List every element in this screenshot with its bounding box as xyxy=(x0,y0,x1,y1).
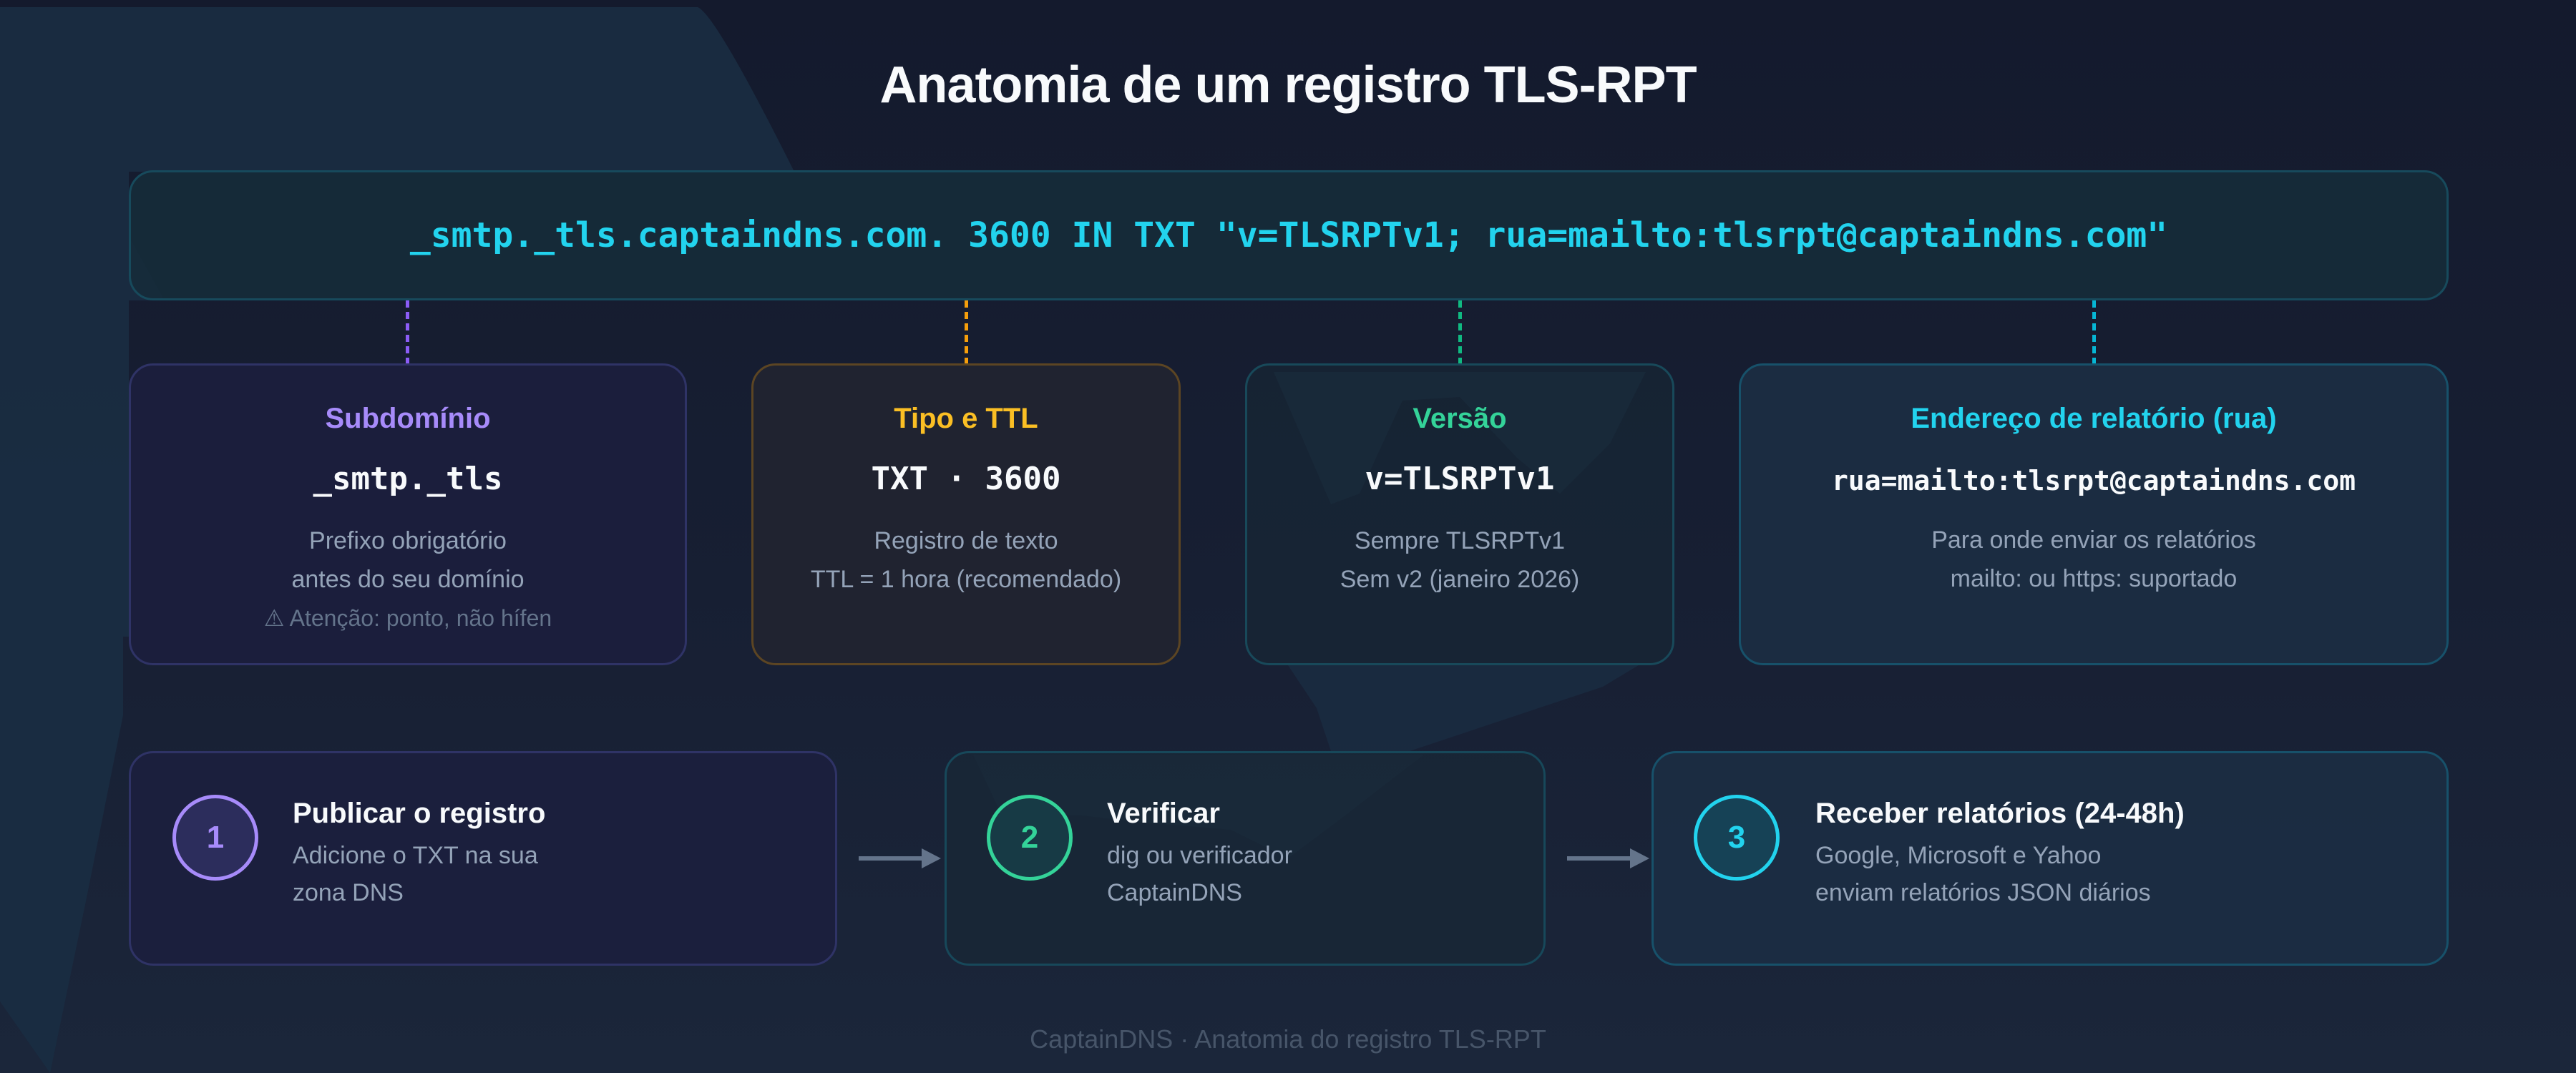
connector-rua xyxy=(2092,300,2096,365)
step-verify: 2 Verificar dig ou verificador CaptainDN… xyxy=(945,751,1546,966)
footer-caption: CaptainDNS · Anatomia do registro TLS-RP… xyxy=(1030,1024,1546,1054)
step-title: Publicar o registro xyxy=(293,798,546,829)
step-number-badge: 3 xyxy=(1694,795,1780,881)
card-desc: Prefixo obrigatório antes do seu domínio xyxy=(291,527,525,593)
step-title: Verificar xyxy=(1107,798,1220,829)
step-publish: 1 Publicar o registro Adicione o TXT na … xyxy=(129,751,837,966)
card-version: Versão v=TLSRPTv1 Sempre TLSRPTv1 Sem v2… xyxy=(1245,363,1674,665)
step-desc: dig ou verificador CaptainDNS xyxy=(1107,842,1292,906)
card-subdomain: Subdomínio _smtp._tls Prefixo obrigatóri… xyxy=(129,363,687,665)
card-label: Endereço de relatório (rua) xyxy=(1911,403,2277,434)
card-desc: Registro de texto TTL = 1 hora (recomend… xyxy=(810,527,1122,593)
card-label: Subdomínio xyxy=(325,403,491,434)
card-type-ttl: Tipo e TTL TXT · 3600 Registro de texto … xyxy=(751,363,1181,665)
step-receive-reports: 3 Receber relatórios (24-48h) Google, Mi… xyxy=(1652,751,2449,966)
step-number-badge: 2 xyxy=(987,795,1073,881)
dns-record-box: _smtp._tls.captaindns.com. 3600 IN TXT "… xyxy=(129,170,2449,300)
connector-type-ttl xyxy=(965,300,968,365)
card-value: TXT · 3600 xyxy=(871,461,1061,497)
card-value: v=TLSRPTv1 xyxy=(1365,461,1555,497)
card-label: Tipo e TTL xyxy=(894,403,1038,434)
card-value: rua=mailto:tlsrpt@captaindns.com xyxy=(1831,465,2356,496)
step-title: Receber relatórios (24-48h) xyxy=(1815,798,2185,829)
warning-note: ⚠ Atenção: ponto, não hífen xyxy=(263,605,552,631)
step-desc: Google, Microsoft e Yahoo enviam relatór… xyxy=(1815,842,2151,906)
dns-record-text: _smtp._tls.captaindns.com. 3600 IN TXT "… xyxy=(409,215,2168,255)
card-report-address: Endereço de relatório (rua) rua=mailto:t… xyxy=(1739,363,2449,665)
card-label: Versão xyxy=(1413,403,1507,434)
arrow-right-icon xyxy=(1567,848,1649,868)
arrow-right-icon xyxy=(859,848,941,868)
card-desc: Para onde enviar os relatórios mailto: o… xyxy=(1931,526,2256,592)
step-desc: Adicione o TXT na sua zona DNS xyxy=(293,842,538,906)
step-number-badge: 1 xyxy=(172,795,258,881)
connector-version xyxy=(1458,300,1462,365)
card-value: _smtp._tls xyxy=(313,461,503,497)
page-title: Anatomia de um registro TLS-RPT xyxy=(879,57,1697,114)
card-desc: Sempre TLSRPTv1 Sem v2 (janeiro 2026) xyxy=(1340,527,1580,593)
connector-subdomain xyxy=(406,300,409,365)
